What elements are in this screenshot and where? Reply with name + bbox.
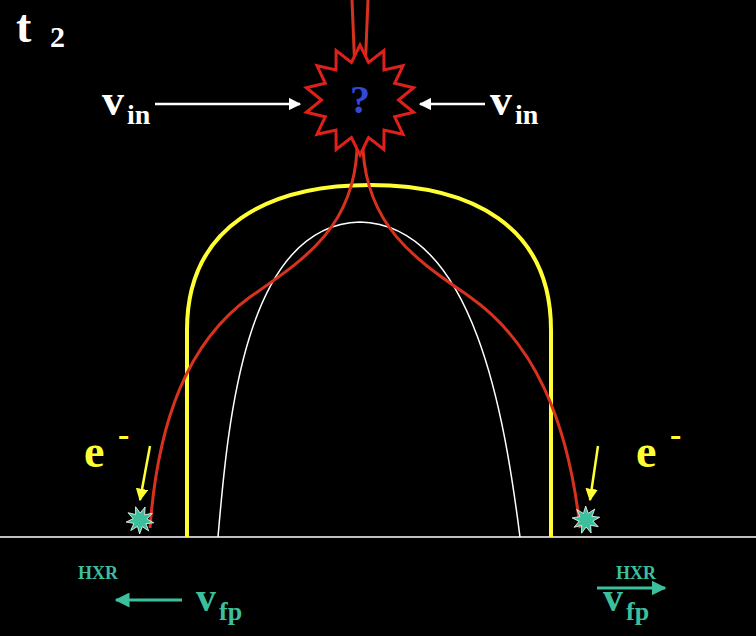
charge-superscript: - bbox=[118, 418, 129, 452]
velocity-subscript: fp bbox=[626, 599, 649, 625]
photosphere-line bbox=[0, 536, 756, 538]
velocity-label: v bbox=[102, 79, 124, 123]
reconnection-star: ? bbox=[300, 42, 420, 158]
inner-loop bbox=[218, 222, 520, 537]
velocity-label: v bbox=[603, 578, 623, 618]
hxr-label: HXR bbox=[78, 564, 118, 582]
unknown-mark: ? bbox=[350, 80, 370, 120]
inflow-arrow bbox=[420, 103, 485, 106]
star-shape bbox=[306, 45, 413, 155]
charge-superscript: - bbox=[670, 418, 681, 452]
velocity-subscript: fp bbox=[219, 599, 242, 625]
electron-label: e bbox=[636, 429, 656, 475]
velocity-label: v bbox=[196, 578, 216, 618]
electron-label: e bbox=[84, 429, 104, 475]
time-subscript: 2 bbox=[50, 22, 65, 52]
velocity-label: v bbox=[490, 79, 512, 123]
electron-arrow bbox=[590, 446, 598, 500]
inflow-arrow bbox=[155, 103, 300, 106]
electron-arrow bbox=[140, 446, 150, 500]
velocity-subscript: in bbox=[127, 101, 150, 129]
footpoint-arrow bbox=[116, 599, 182, 602]
flare-loop bbox=[187, 185, 551, 537]
hxr-source bbox=[572, 506, 600, 533]
time-label: t bbox=[16, 4, 31, 50]
hxr-source bbox=[126, 507, 154, 534]
velocity-subscript: in bbox=[515, 101, 538, 129]
